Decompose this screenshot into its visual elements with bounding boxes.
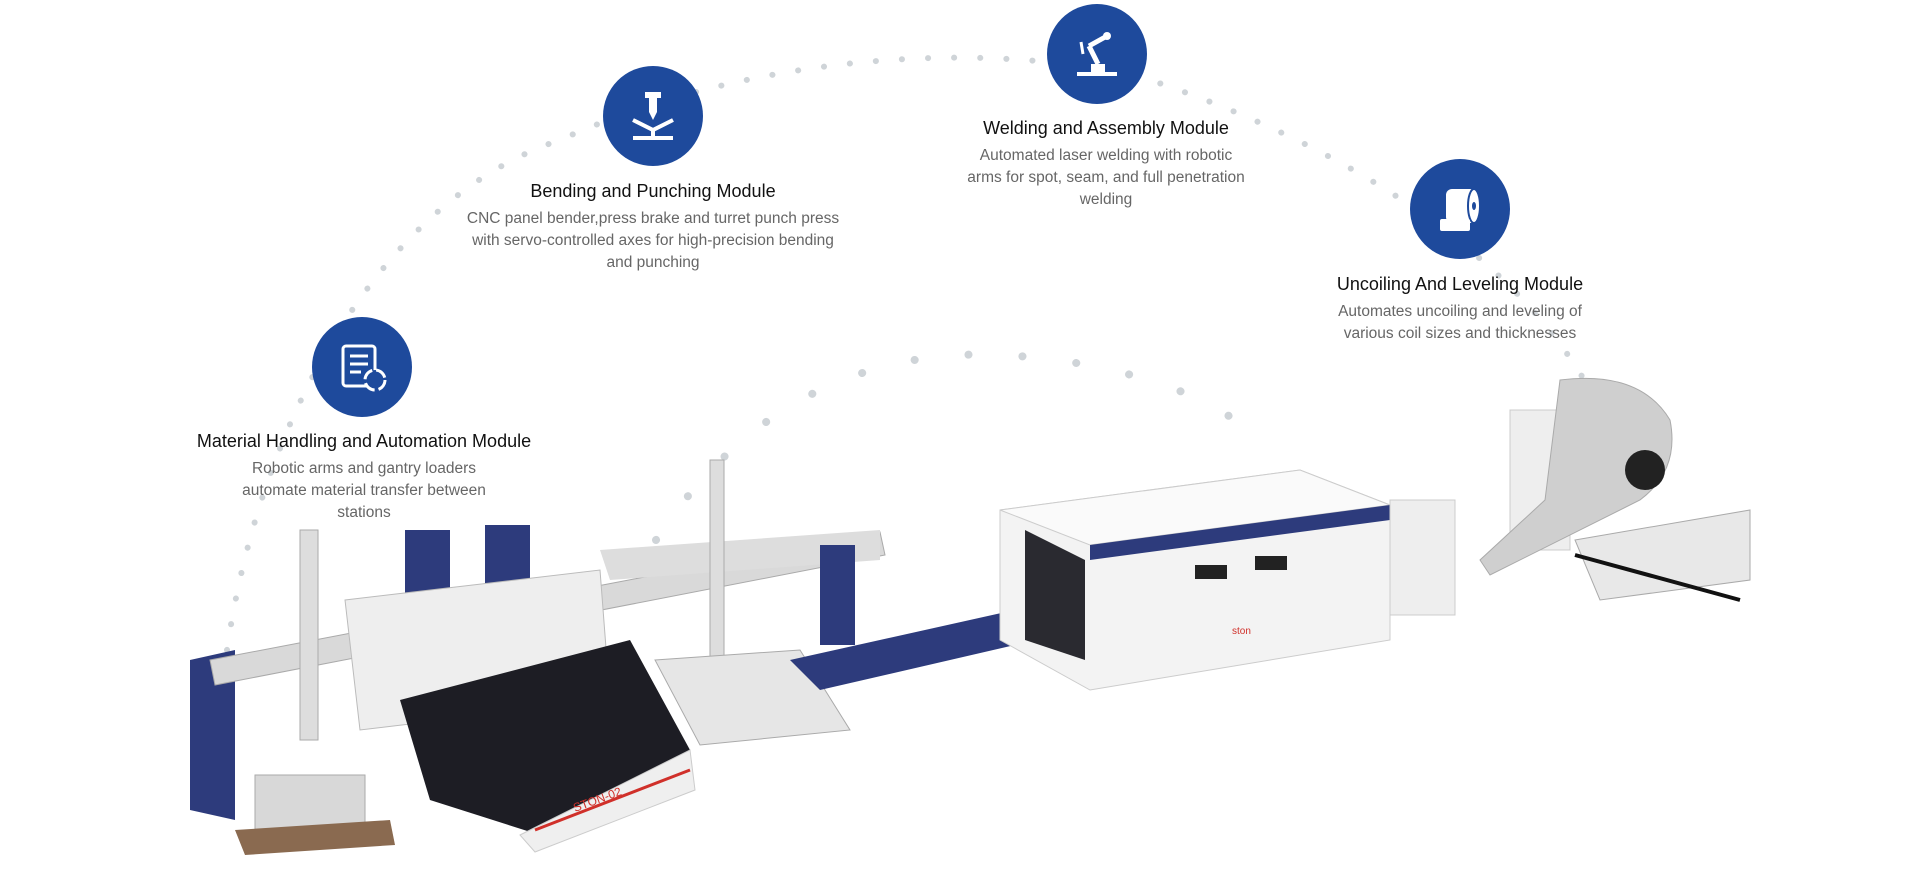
desc-line: welding <box>1079 191 1133 208</box>
desc-line: Automates uncoiling and leveling of <box>1338 303 1582 320</box>
desc-line: arms for spot, seam, and full penetratio… <box>967 169 1245 186</box>
uncoiling-leveling-icon-button[interactable] <box>1410 159 1510 259</box>
material-handling-icon-button[interactable] <box>312 317 412 417</box>
robot-arm-icon <box>1077 32 1117 76</box>
laser-brand-label: ston <box>1232 626 1251 637</box>
desc-line: automate material transfer between <box>242 482 486 499</box>
module-description: Robotic arms and gantry loaders automate… <box>197 458 531 524</box>
uncoiler-station <box>1479 377 1751 602</box>
laser-station: ston <box>790 469 1456 691</box>
outer-dotted-arc <box>224 54 1593 653</box>
module-title: Welding and Assembly Module <box>983 118 1229 138</box>
bending-punching-icon-button[interactable] <box>603 66 703 166</box>
desc-line: stations <box>337 504 391 521</box>
coil-roll-icon <box>1440 188 1481 231</box>
desc-line: Robotic arms and gantry loaders <box>251 460 476 477</box>
module-title: Uncoiling And Leveling Module <box>1336 274 1584 294</box>
module-uncoiling-leveling: Uncoiling And Leveling Module Automates … <box>1337 274 1583 345</box>
desc-line: various coil sizes and thicknesses <box>1343 325 1577 342</box>
module-description: CNC panel bender,press brake and turret … <box>467 208 839 274</box>
desc-line: CNC panel bender,press brake and turret … <box>466 210 840 227</box>
document-cycle-icon <box>341 344 387 392</box>
module-title: Material Handling and Automation Module <box>196 431 532 451</box>
module-title: Bending and Punching Module <box>530 181 776 201</box>
bending-station: STON-02 <box>190 459 886 855</box>
module-bending-punching: Bending and Punching Module CNC panel be… <box>467 181 839 274</box>
module-material-handling: Material Handling and Automation Module … <box>197 431 531 524</box>
desc-line: with servo-controlled axes for high-prec… <box>472 232 834 249</box>
module-description: Automates uncoiling and leveling of vari… <box>1337 301 1583 345</box>
module-description: Automated laser welding with robotic arm… <box>967 145 1244 211</box>
desc-line: Automated laser welding with robotic <box>979 147 1233 164</box>
welding-assembly-icon-button[interactable] <box>1047 4 1147 104</box>
press-brake-icon <box>632 92 674 140</box>
module-welding-assembly: Welding and Assembly Module Automated la… <box>967 118 1244 211</box>
desc-line: and punching <box>606 254 700 271</box>
